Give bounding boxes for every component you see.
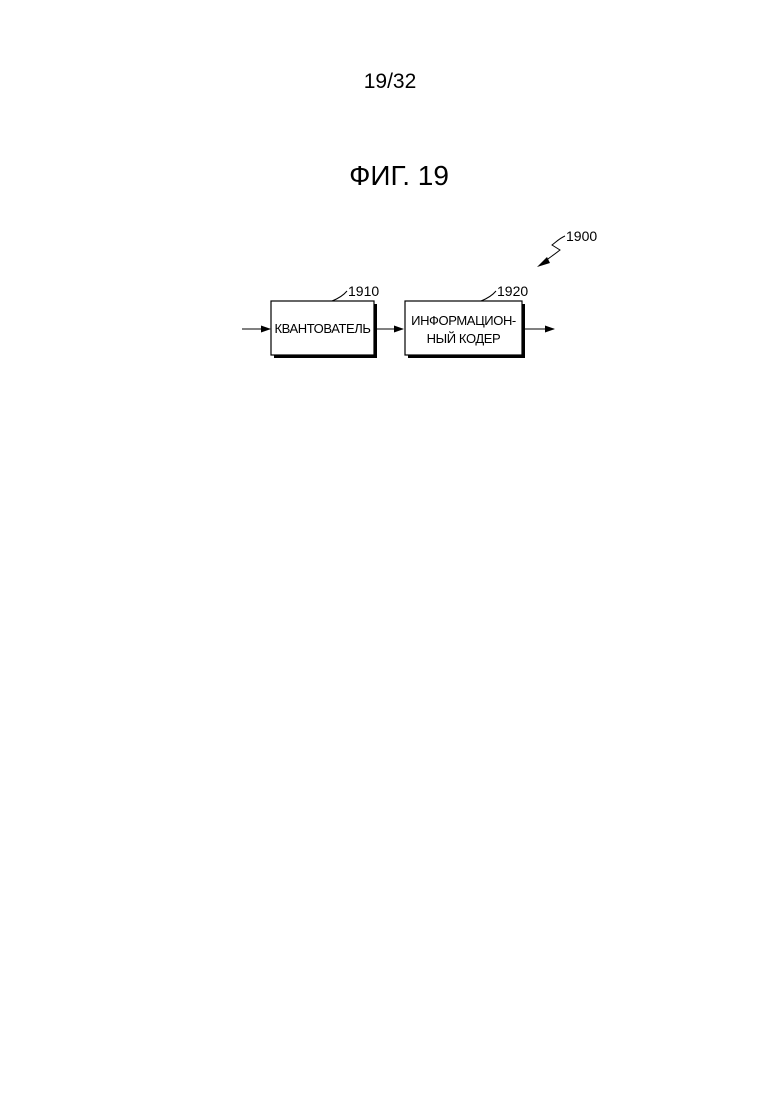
quantizer-block: КВАНТОВАТЕЛЬ [271,301,377,358]
quantizer-ref-label: 1910 [348,283,379,299]
entropy-coder-label-line-2: НЫЙ КОДЕР [427,331,501,346]
entropy-coder-label-line-1: ИНФОРМАЦИОН- [411,313,516,328]
entropy-coder-ref-leader [481,291,496,301]
quantizer-ref-leader [332,291,347,301]
entropy-coder-ref-label: 1920 [497,283,528,299]
entropy-coder-block: ИНФОРМАЦИОН- НЫЙ КОДЕР [405,301,525,358]
quantizer-label: КВАНТОВАТЕЛЬ [274,321,370,336]
system-ref-label: 1900 [566,228,597,244]
